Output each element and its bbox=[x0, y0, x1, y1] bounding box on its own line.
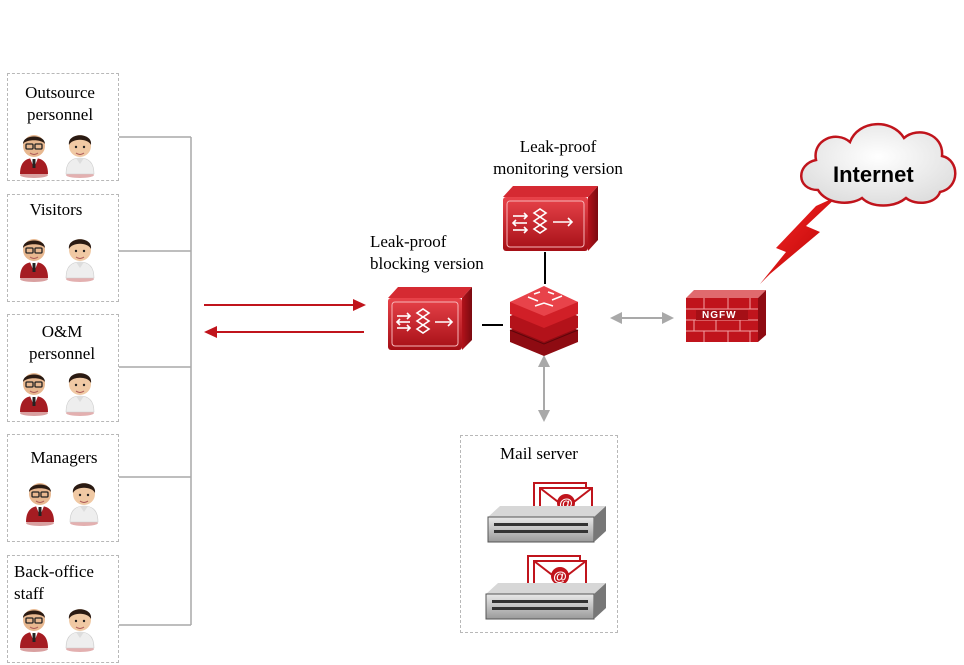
group-box-backoffice bbox=[7, 555, 119, 663]
svg-text:@: @ bbox=[553, 568, 567, 584]
link-switch-firewall bbox=[610, 312, 674, 324]
person-icon bbox=[65, 135, 95, 178]
group-box-visitors bbox=[7, 194, 119, 302]
group-connector-lines bbox=[119, 136, 192, 626]
group-box-managers bbox=[7, 434, 119, 542]
lightning-icon bbox=[760, 196, 838, 284]
person-icon bbox=[20, 373, 48, 416]
monitoring-version-label: Leak-proof monitoring version bbox=[493, 137, 623, 178]
person-icon bbox=[20, 609, 48, 652]
mail-server-label: Mail server bbox=[500, 444, 578, 463]
group-label-om: O&M personnel bbox=[28, 322, 96, 363]
monitoring-appliance-icon bbox=[503, 186, 598, 251]
blocking-appliance-icon bbox=[388, 287, 472, 350]
firewall-label: NGFW bbox=[702, 310, 737, 321]
group-box-outsource bbox=[7, 73, 119, 181]
mail-server-icon: @ bbox=[485, 555, 606, 620]
person-icon bbox=[26, 483, 54, 526]
link-switch-mail bbox=[538, 355, 550, 422]
group-label-outsource: Outsource personnel bbox=[25, 83, 95, 124]
group-label-backoffice: Back-office staff bbox=[14, 562, 94, 603]
core-switch-icon bbox=[509, 286, 579, 356]
group-label-visitors: Visitors bbox=[29, 200, 83, 219]
mail-server-icon: @ bbox=[487, 482, 606, 543]
mail-server-box bbox=[460, 435, 618, 633]
person-icon bbox=[69, 483, 99, 526]
blocking-version-label: Leak-proof blocking version bbox=[370, 232, 484, 273]
internet-label: Internet bbox=[833, 162, 914, 187]
group-label-managers: Managers bbox=[30, 448, 98, 467]
traffic-arrows bbox=[204, 299, 366, 338]
person-icon bbox=[20, 135, 48, 178]
person-icon bbox=[65, 373, 95, 416]
person-icon bbox=[65, 239, 95, 282]
person-icon bbox=[65, 609, 95, 652]
cloud-icon bbox=[800, 122, 957, 207]
group-box-om bbox=[7, 314, 119, 422]
firewall-icon bbox=[686, 290, 766, 342]
person-icon bbox=[20, 239, 48, 282]
